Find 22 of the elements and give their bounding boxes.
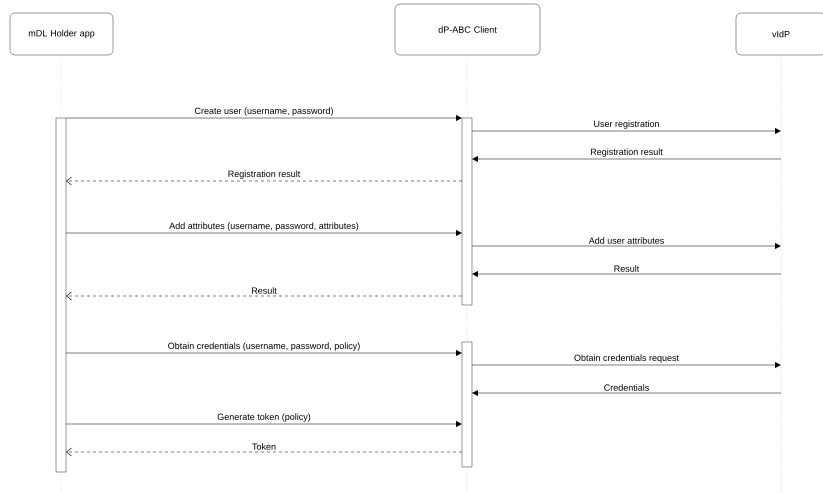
edge-label: Obtain credentials (username, password, policy) (166, 341, 362, 352)
edge-label: Generate token (policy) (216, 412, 312, 423)
edge-label: Registration result (226, 169, 302, 180)
edge-label: Result (612, 264, 640, 273)
message-arrow (66, 176, 462, 186)
participant-box: dP-ABC Client (394, 4, 540, 56)
participant-box: mDL Holder app (10, 12, 114, 56)
edge-label: Create user (username, password) (193, 106, 335, 117)
edge-label: Result (250, 286, 278, 295)
edge-label: Credentials (602, 383, 650, 392)
edge-label: Add attributes (username, password, attributes) (168, 221, 360, 232)
activation-bar (56, 118, 66, 472)
participant-box: vIdP (736, 12, 823, 56)
edge-label: Obtain credentials request (572, 353, 680, 364)
edge-label: Token (251, 442, 278, 451)
message-arrow (66, 448, 462, 456)
activation-bar (462, 118, 472, 306)
edge-label: Registration result (589, 147, 664, 158)
edge-label: User registration (592, 119, 660, 130)
activation-bar (462, 342, 472, 468)
edge-label: Add user attributes (588, 236, 666, 245)
message-arrow (66, 292, 462, 300)
